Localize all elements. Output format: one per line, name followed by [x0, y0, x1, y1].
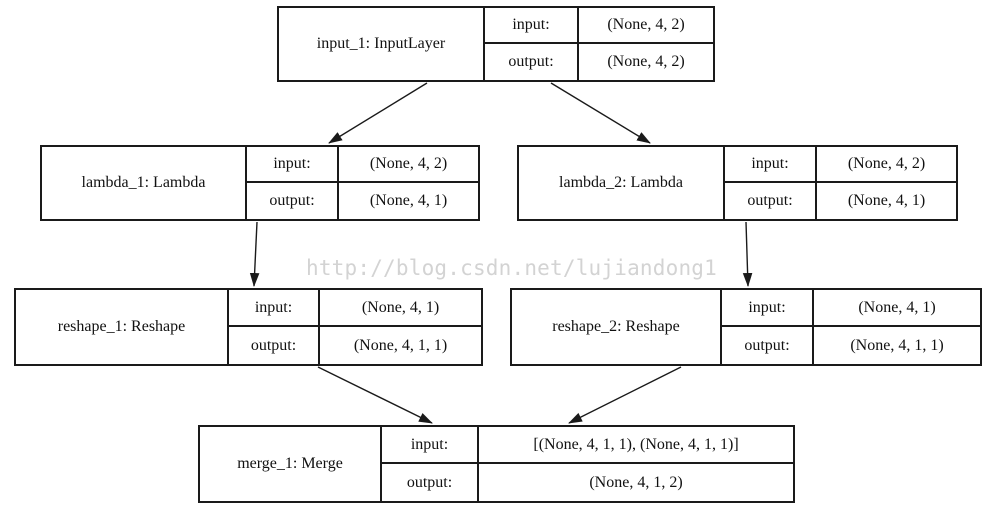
edge-lambda2-reshape2 [742, 221, 753, 287]
edge-reshape1-merge1 [317, 366, 433, 424]
output-shape: (None, 4, 1, 2) [589, 473, 683, 491]
node-reshape-2: reshape_2: Reshape input: output: (None,… [510, 288, 982, 366]
input-shape: (None, 4, 1) [320, 290, 481, 327]
output-shape: (None, 4, 2) [607, 53, 685, 70]
edge-input1-lambda2 [550, 82, 651, 144]
output-label: output: [508, 53, 554, 70]
input-shape: (None, 4, 1) [814, 290, 980, 327]
node-lambda-1: lambda_1: Lambda input: output: (None, 4… [40, 145, 480, 221]
input-label: input: [725, 147, 815, 183]
input-label: input: [229, 290, 318, 327]
output-shape: (None, 4, 1, 1) [353, 336, 448, 354]
layer-name: reshape_1: Reshape [57, 318, 186, 335]
input-shape: (None, 4, 2) [339, 147, 478, 183]
edge-lambda1-reshape1 [249, 221, 260, 287]
layer-name: merge_1: Merge [237, 455, 343, 472]
input-label: input: [247, 147, 337, 183]
layer-name: input_1: InputLayer [316, 35, 446, 52]
input-shape: [(None, 4, 1, 1), (None, 4, 1, 1)] [479, 427, 793, 464]
output-label: output: [269, 192, 315, 209]
layer-name: lambda_2: Lambda [559, 174, 683, 191]
output-label: output: [406, 473, 453, 491]
input-label: input: [722, 290, 812, 327]
output-label: output: [744, 336, 790, 354]
node-input-1: input_1: InputLayer input: output: (None… [277, 6, 715, 82]
output-label: output: [747, 192, 793, 209]
output-shape: (None, 4, 1, 1) [850, 336, 944, 354]
watermark-url: http://blog.csdn.net/lujiandong1 [306, 256, 717, 280]
edge-reshape2-merge1 [568, 366, 682, 424]
output-shape: (None, 4, 1) [847, 192, 926, 209]
output-label: output: [250, 336, 297, 354]
node-reshape-1: reshape_1: Reshape input: output: (None,… [14, 288, 483, 366]
layer-name: lambda_1: Lambda [81, 174, 206, 191]
layer-name: reshape_2: Reshape [552, 318, 680, 335]
input-label: input: [382, 427, 477, 464]
node-merge-1: merge_1: Merge input: output: [(None, 4,… [198, 425, 795, 503]
input-shape: (None, 4, 2) [817, 147, 956, 183]
node-lambda-2: lambda_2: Lambda input: output: (None, 4… [517, 145, 958, 221]
output-shape: (None, 4, 1) [369, 192, 448, 209]
input-shape: (None, 4, 2) [579, 8, 713, 44]
edge-input1-lambda1 [328, 82, 428, 144]
input-label: input: [485, 8, 577, 44]
